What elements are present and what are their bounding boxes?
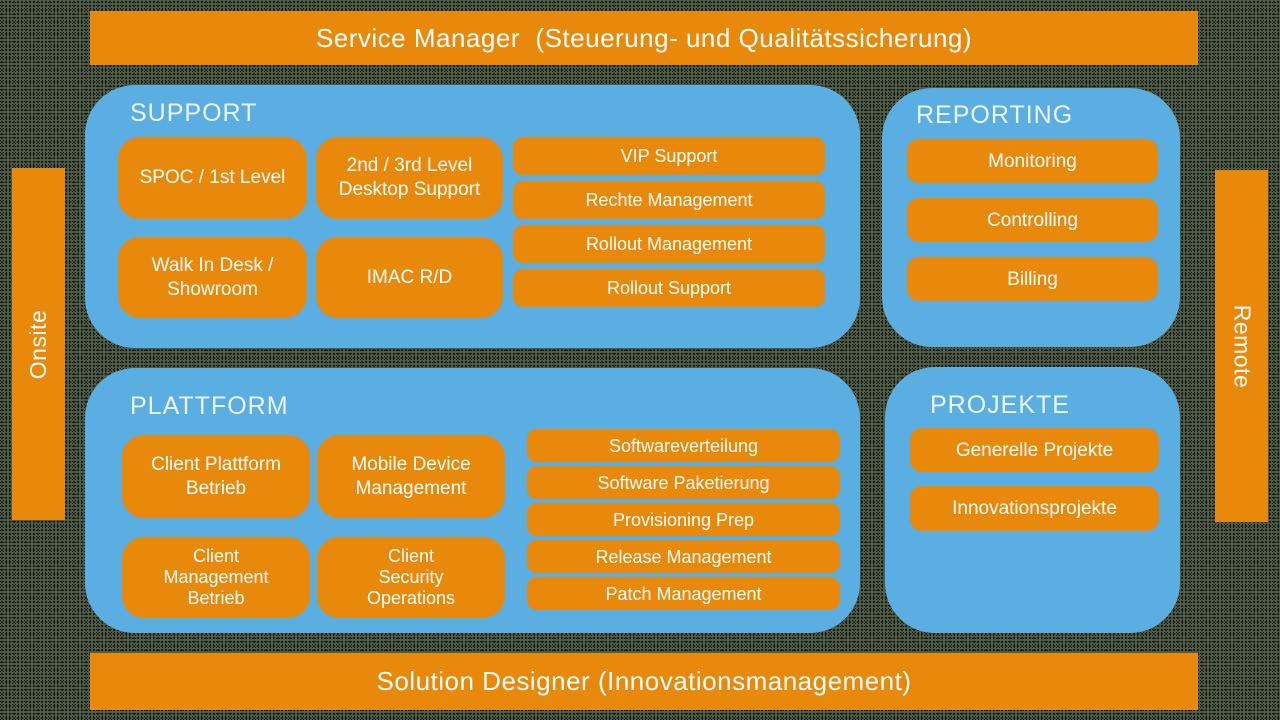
node-billing: Billing	[907, 257, 1158, 301]
left-bar-onsite: Onsite	[12, 168, 65, 520]
node-spoc-1st-level: SPOC / 1st Level	[118, 137, 307, 219]
pill-vip-support: VIP Support	[513, 137, 825, 175]
node-mobile-device-management: Mobile Device Management	[317, 435, 505, 518]
pill-patch-management: Patch Management	[527, 577, 840, 610]
bottom-banner-label: Solution Designer (Innovationsmanagement…	[376, 666, 912, 696]
node-walk-in-desk-showroom: Walk In Desk / Showroom	[118, 237, 307, 318]
right-bar-label: Remote	[1229, 304, 1256, 388]
pill-software-paketierung: Software Paketierung	[527, 466, 840, 499]
node-imac-rd: IMAC R/D	[316, 237, 503, 318]
plattform-pill-list: Softwareverteilung Software Paketierung …	[527, 429, 840, 610]
pill-softwareverteilung: Softwareverteilung	[527, 429, 840, 462]
section-plattform-title: PLATTFORM	[130, 392, 289, 420]
bottom-banner-solution-designer: Solution Designer (Innovationsmanagement…	[90, 653, 1198, 710]
section-reporting: REPORTING Monitoring Controlling Billing	[882, 88, 1180, 347]
section-reporting-title: REPORTING	[916, 101, 1074, 129]
left-bar-label: Onsite	[25, 309, 52, 379]
node-innovationsprojekte: Innovationsprojekte	[910, 486, 1159, 531]
node-controlling: Controlling	[907, 198, 1158, 242]
pill-provisioning-prep: Provisioning Prep	[527, 503, 840, 536]
pill-release-management: Release Management	[527, 540, 840, 573]
pill-rollout-management: Rollout Management	[513, 225, 825, 263]
support-pill-list: VIP Support Rechte Management Rollout Ma…	[513, 137, 825, 307]
top-banner-service-manager: Service Manager (Steuerung- und Qualität…	[90, 11, 1198, 65]
node-generelle-projekte: Generelle Projekte	[910, 428, 1159, 472]
section-support-title: SUPPORT	[130, 99, 258, 127]
node-monitoring: Monitoring	[907, 139, 1158, 183]
node-client-plattform-betrieb: Client Plattform Betrieb	[122, 435, 310, 518]
node-client-security-operations: Client Security Operations	[317, 537, 505, 618]
section-plattform: PLATTFORM Client Plattform Betrieb Mobil…	[85, 368, 860, 633]
top-banner-label: Service Manager (Steuerung- und Qualität…	[315, 22, 973, 53]
pill-rechte-management: Rechte Management	[513, 181, 825, 219]
section-support: SUPPORT SPOC / 1st Level 2nd / 3rd Level…	[85, 85, 860, 348]
section-projekte: PROJEKTE Generelle Projekte Innovationsp…	[885, 367, 1180, 633]
right-bar-remote: Remote	[1215, 170, 1268, 522]
node-2nd-3rd-level-desktop-support: 2nd / 3rd Level Desktop Support	[316, 137, 503, 219]
node-client-management-betrieb: Client Management Betrieb	[122, 537, 310, 618]
pill-rollout-support: Rollout Support	[513, 269, 825, 307]
section-projekte-title: PROJEKTE	[930, 391, 1070, 419]
